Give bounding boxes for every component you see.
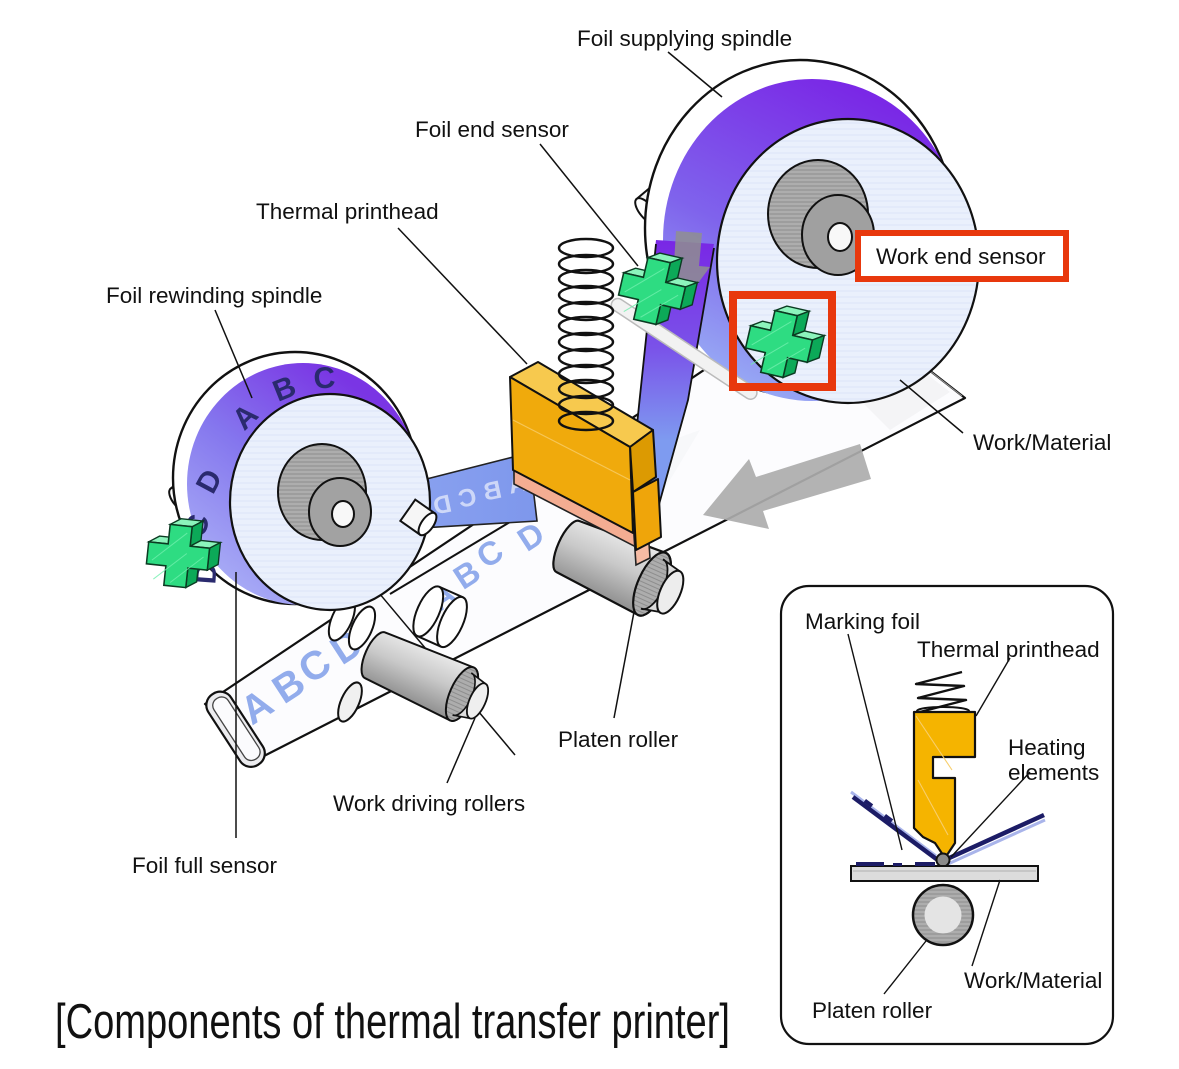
driving-roller-upper-front [412,585,468,649]
sensor-rail [610,297,758,401]
main-labels: Foil supplying spindle Foil end sensor T… [106,26,1111,878]
pointer-inset-heating-elements [950,771,1031,858]
work-driving-rollers-label: Work driving rollers [333,791,525,816]
work-end-sensor-highlight-box [729,291,836,391]
platen-roller-label: Platen roller [558,727,679,752]
thermal-printhead-label: Thermal printhead [256,199,439,224]
pointer-inset-thermal-printhead [975,657,1011,717]
pointer-work-material [899,379,964,434]
foil-rewinding-spindle-label: Foil rewinding spindle [106,283,322,308]
ribbon-letter: C [456,483,479,514]
pointer-inset-marking-foil [847,633,903,851]
inset-marking-foil [850,790,1046,866]
inset-heating-label-line1: Heating [1008,735,1086,760]
work-driving-rollers [327,521,516,756]
foil-supplying-spindle-label: Foil supplying spindle [577,26,792,51]
inset-spring [914,670,968,714]
used-foil-ribbon: D C B A [398,452,538,530]
pointer-foil-end-sensor [539,143,639,267]
work-end-sensor-label-box: Work end sensor [855,230,1069,282]
inset-platen-roller [911,883,975,947]
inset-pointer-lines [847,633,1031,995]
pointer-thermal-printhead [397,227,528,365]
ribbon-letter: D [431,490,454,521]
driving-roller-lower-back [337,681,363,723]
strip-edge-overlay [389,521,511,595]
inset-thermal-printhead-label: Thermal printhead [917,637,1100,662]
driving-roller-lower-front [360,631,490,722]
ribbon-guide-roller [398,498,438,537]
foil-rewinding-spindle: A B C D C D [168,350,438,612]
page-title: [Components of thermal transfer printer] [55,995,730,1049]
pointer-work-driving-rollers [446,717,476,784]
foil-full-sensor-label: Foil full sensor [132,853,278,878]
inset-work-bar [850,862,1039,882]
work-material-label: Work/Material [973,430,1111,455]
pointer-platen-roller [613,611,635,719]
foil-end-sensor-label: Foil end sensor [415,117,569,142]
band-letter: C [312,361,336,395]
inset-detail: Marking foil Thermal printhead Heating e… [779,584,1115,1046]
thermal-printhead [509,361,662,567]
pointer-inset-work-material [971,879,1001,967]
inset-heating-label-line2: elements [1008,760,1099,785]
pointer-lines [214,51,964,838]
printhead-spring [557,237,615,432]
pointer-inset-platen-roller [883,940,927,995]
inset-work-material-label: Work/Material [964,968,1102,993]
pointer-foil-supplying-spindle [667,51,723,98]
pointer-foil-rewinding-spindle [214,309,253,399]
work-direction-arrow [703,444,871,529]
ribbon-letter: B [481,476,504,507]
work-end-sensor-label: Work end sensor [876,244,1046,269]
inset-platen-roller-label: Platen roller [812,998,933,1023]
inset-printhead [912,710,977,860]
inset-heating-dot [935,852,951,868]
inset-marking-foil-label: Marking foil [805,609,920,634]
